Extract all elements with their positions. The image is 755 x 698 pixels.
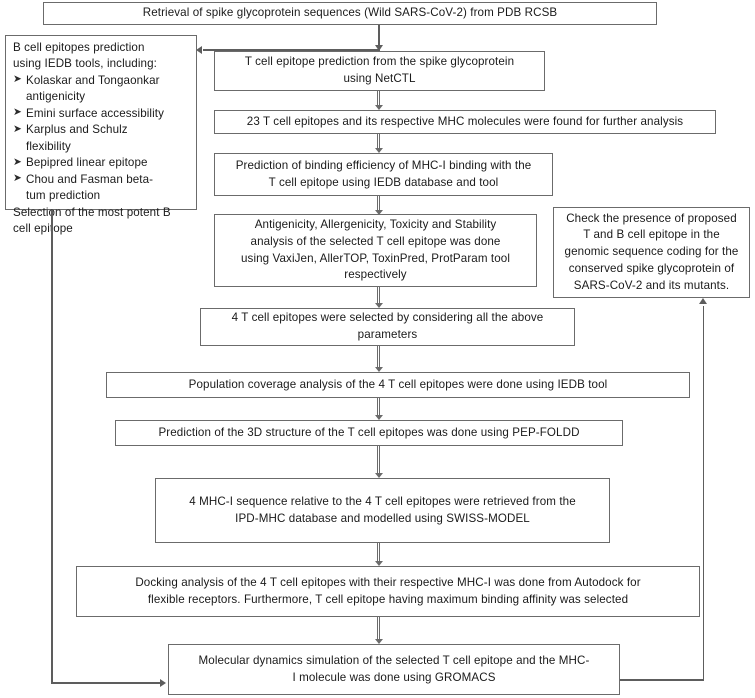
arrow-shaft <box>377 196 380 210</box>
arrow-to-bcell-icon <box>196 46 202 54</box>
node-retrieval: Retrieval of spike glycoprotein sequence… <box>43 2 657 25</box>
connector-found23-to-binding <box>374 134 383 153</box>
list-item: ➤ Kolaskar and Tongaonkar antigenicity <box>13 73 190 106</box>
arrow-retrieval-to-tcell-icon <box>374 45 383 51</box>
arrow-shaft <box>377 287 380 303</box>
node-binding-efficiency-label: Prediction of binding efficiency of MHC-… <box>235 158 532 189</box>
arrow-shaft <box>377 91 380 105</box>
bcell-foot-label: Selection of the most potent B cell epit… <box>13 205 171 235</box>
arrow-head-down-icon <box>374 415 383 420</box>
bullet-arrow-icon: ➤ <box>13 172 22 185</box>
node-molecular-dynamics-label: Molecular dynamics simulation of the sel… <box>198 653 590 684</box>
bcell-tools-list: ➤ Kolaskar and Tongaonkar antigenicity ➤ E… <box>13 73 190 205</box>
arrow-head-down-icon <box>374 105 383 110</box>
node-mhc-sequence-retrieval: 4 MHC-I sequence relative to the 4 T cel… <box>155 478 610 543</box>
list-item: ➤ Emini surface accessibility <box>13 106 190 122</box>
list-item-label: Karplus and Schulz flexibility <box>26 123 128 153</box>
connector-population-to-3d <box>374 398 383 420</box>
arrow-shaft <box>377 134 380 148</box>
connector-3d-to-mhc <box>374 446 383 478</box>
list-item: ➤ Karplus and Schulz flexibility <box>13 122 190 155</box>
arrow-head-down-icon <box>374 561 383 566</box>
arrow-shaft <box>377 398 380 415</box>
arrow-shaft <box>377 446 380 473</box>
bullet-arrow-icon: ➤ <box>13 122 22 135</box>
list-item-label: Chou and Fasman beta- tum prediction <box>26 172 154 203</box>
arrow-shaft <box>377 543 380 561</box>
list-item-label: Bepipred linear epitope <box>26 156 148 170</box>
bullet-arrow-icon: ➤ <box>13 73 22 86</box>
node-check-presence: Check the presence of proposed T and B c… <box>553 207 750 298</box>
arrow-head-down-icon <box>374 303 383 308</box>
node-molecular-dynamics: Molecular dynamics simulation of the sel… <box>168 644 620 695</box>
node-3d-structure: Prediction of the 3D structure of the T … <box>115 420 623 446</box>
connector-retrieval-down <box>378 25 381 52</box>
arrow-head-down-icon <box>374 148 383 153</box>
connector-docking-to-md <box>374 617 383 644</box>
list-item-label: Kolaskar and Tongaonkar antigenicity <box>26 73 160 104</box>
list-item-label: Emini surface accessibility <box>26 106 165 120</box>
connector-selected4-to-population <box>374 346 383 372</box>
node-tcell-prediction: T cell epitope prediction from the spike… <box>214 51 545 91</box>
bcell-body: B cell epitopes prediction using IEDB to… <box>13 40 190 237</box>
connector-mhc-to-docking <box>374 543 383 566</box>
node-population-coverage-label: Population coverage analysis of the 4 T … <box>188 377 608 391</box>
node-mhc-sequence-retrieval-label: 4 MHC-I sequence relative to the 4 T cel… <box>189 494 576 525</box>
list-item: ➤ Chou and Fasman beta- tum prediction <box>13 172 190 205</box>
connector-retrieval-to-bcell <box>203 49 379 51</box>
connector-tcell-to-found23 <box>374 91 383 110</box>
connector-bcell-to-md <box>51 682 162 684</box>
node-tcell-prediction-label: T cell epitope prediction from the spike… <box>244 55 515 85</box>
arrow-head-down-icon <box>374 210 383 215</box>
connector-right-up-to-check <box>702 306 705 680</box>
node-binding-efficiency: Prediction of binding efficiency of MHC-… <box>214 153 553 196</box>
bullet-arrow-icon: ➤ <box>13 155 22 168</box>
connector-md-to-right <box>620 679 704 681</box>
connector-binding-to-antigenicity <box>374 196 383 215</box>
node-23-epitopes-found-label: 23 T cell epitopes and its respective MH… <box>246 114 684 128</box>
bullet-arrow-icon: ➤ <box>13 106 22 119</box>
node-retrieval-label: Retrieval of spike glycoprotein sequence… <box>142 6 558 20</box>
node-check-presence-label: Check the presence of proposed T and B c… <box>564 211 739 292</box>
arrow-head-down-icon <box>374 639 383 644</box>
arrow-head-down-icon <box>374 367 383 372</box>
connector-bcell-down <box>51 210 53 683</box>
node-4-epitopes-selected: 4 T cell epitopes were selected by consi… <box>200 308 575 346</box>
node-23-epitopes-found: 23 T cell epitopes and its respective MH… <box>214 110 716 134</box>
connector-antigenicity-to-selected4 <box>374 287 383 308</box>
node-4-epitopes-selected-label: 4 T cell epitopes were selected by consi… <box>231 311 544 341</box>
node-population-coverage: Population coverage analysis of the 4 T … <box>106 372 690 398</box>
node-antigenicity-analysis: Antigenicity, Allergenicity, Toxicity an… <box>214 214 537 287</box>
arrow-to-check-presence-icon <box>699 298 707 304</box>
node-docking-analysis: Docking analysis of the 4 T cell epitope… <box>76 566 700 617</box>
node-antigenicity-analysis-label: Antigenicity, Allergenicity, Toxicity an… <box>241 217 510 282</box>
list-item: ➤ Bepipred linear epitope <box>13 155 190 171</box>
arrow-shaft <box>377 617 380 639</box>
arrow-head-down-icon <box>374 473 383 478</box>
arrow-shaft <box>377 346 380 367</box>
bcell-head-label: B cell epitopes prediction using IEDB to… <box>13 41 157 71</box>
node-bcell-epitopes: B cell epitopes prediction using IEDB to… <box>5 35 197 235</box>
node-3d-structure-label: Prediction of the 3D structure of the T … <box>158 425 580 439</box>
node-docking-analysis-label: Docking analysis of the 4 T cell epitope… <box>135 575 641 606</box>
arrow-bcell-to-md-icon <box>160 678 166 687</box>
